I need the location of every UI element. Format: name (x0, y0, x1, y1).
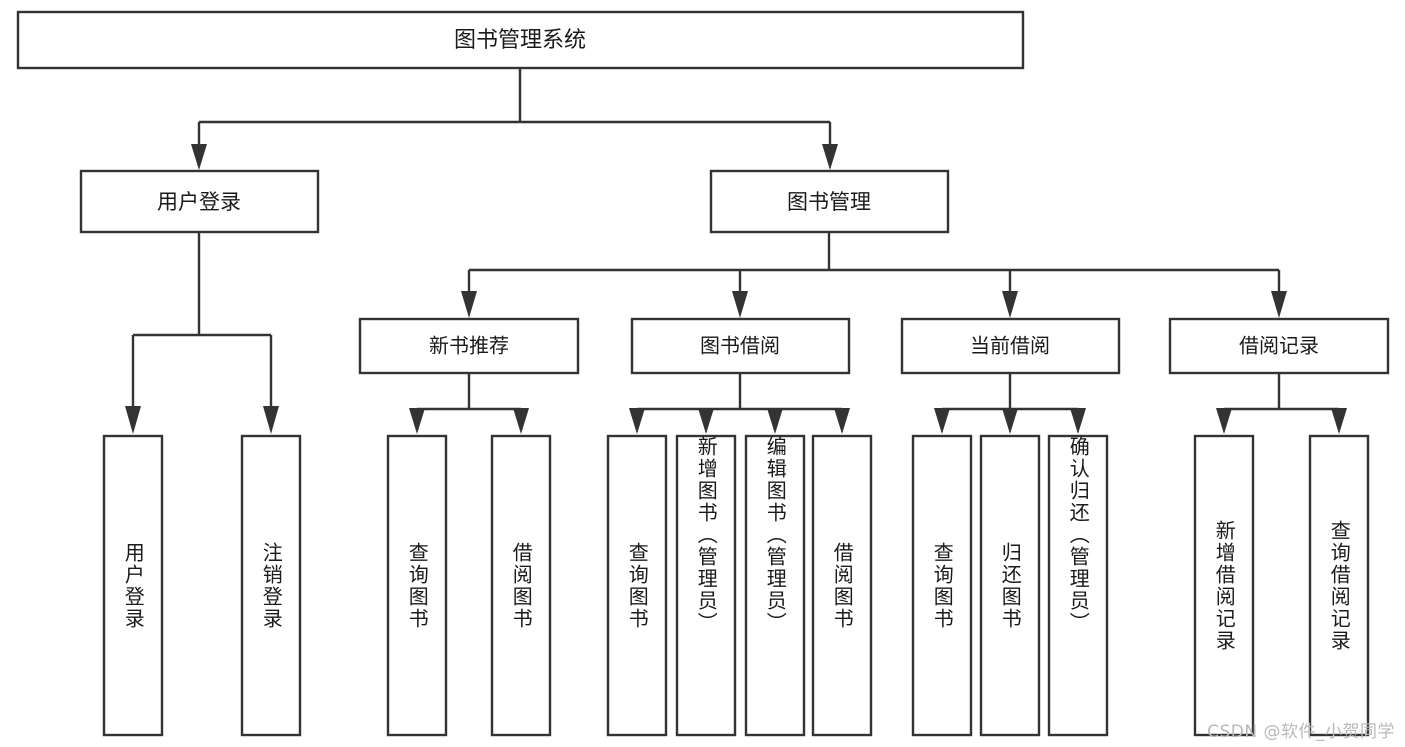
node-borrow-record[interactable]: 借阅记录 (1168, 317, 1390, 375)
borrow-record-box[interactable] (1168, 317, 1390, 375)
arrow-leaf-edit-book (767, 408, 783, 434)
arrow-book-borrow (732, 291, 748, 318)
leaf-box-edit-book[interactable] (744, 434, 806, 737)
connector-new-book-recommend-to-leaves (409, 373, 529, 434)
arrow-leaf-user-login (125, 406, 141, 434)
arrow-user-login (191, 144, 207, 170)
connector-book-borrow-to-leaves (629, 373, 850, 434)
leaf-box-user-login[interactable] (102, 434, 164, 737)
arrow-leaf-add-book (698, 408, 714, 434)
leaf-box-return-book[interactable] (979, 434, 1041, 737)
connector-book-manage-to-level2 (461, 232, 1287, 318)
arrow-leaf-return-book (1002, 408, 1018, 434)
node-book-manage[interactable]: 图书管理 (709, 169, 950, 234)
connector-root-to-level1 (191, 68, 838, 170)
arrow-leaf-query-book-1 (409, 408, 425, 434)
csdn-watermark: CSDN @软件_小贺同学 (1207, 722, 1395, 742)
arrow-borrow-record (1271, 291, 1287, 318)
book-borrow-label: 图书借阅 (700, 334, 780, 358)
new-book-recommend-label: 新书推荐 (429, 334, 509, 358)
node-book-borrow[interactable]: 图书借阅 (630, 317, 851, 375)
leaf-box-query-book-1[interactable] (386, 434, 448, 737)
arrow-leaf-query-book-2 (629, 408, 645, 434)
arrow-leaf-query-book-3 (934, 408, 950, 434)
leaf-box-query-record[interactable] (1308, 434, 1370, 737)
leaf-box-confirm-return[interactable] (1047, 434, 1109, 737)
arrow-new-book-recommend (461, 291, 477, 318)
arrow-current-borrow (1002, 291, 1018, 318)
leaf-box-user-logout[interactable] (240, 434, 302, 737)
node-new-book-recommend[interactable]: 新书推荐 (358, 317, 580, 375)
arrow-leaf-borrow-book-2 (834, 408, 850, 434)
node-root[interactable]: 图书管理系统 (16, 10, 1025, 70)
leaf-box-add-record[interactable] (1193, 434, 1255, 737)
leaf-box-borrow-book-1[interactable] (490, 434, 552, 737)
book-borrow-box[interactable] (630, 317, 851, 375)
user-login-label: 用户登录 (157, 190, 241, 214)
current-borrow-box[interactable] (900, 317, 1121, 375)
root-box[interactable] (16, 10, 1025, 70)
connector-current-borrow-to-leaves (934, 373, 1086, 434)
node-user-login[interactable]: 用户登录 (79, 169, 320, 234)
leaf-box-borrow-book-2[interactable] (811, 434, 873, 737)
arrow-leaf-user-logout (263, 406, 279, 434)
book-manage-label: 图书管理 (787, 190, 871, 214)
arrow-leaf-borrow-book-1 (513, 408, 529, 434)
leaf-box-query-book-3[interactable] (911, 434, 973, 737)
node-current-borrow[interactable]: 当前借阅 (900, 317, 1121, 375)
arrow-book-manage (822, 144, 838, 170)
leaf-box-query-book-2[interactable] (606, 434, 668, 737)
connector-borrow-record-to-leaves (1216, 373, 1347, 434)
root-label: 图书管理系统 (454, 28, 586, 53)
current-borrow-label: 当前借阅 (970, 334, 1050, 358)
connector-user-login-to-leaves (125, 232, 279, 434)
arrow-leaf-add-record (1216, 408, 1232, 434)
arrow-leaf-query-record (1331, 408, 1347, 434)
borrow-record-label: 借阅记录 (1239, 334, 1319, 358)
book-manage-box[interactable] (709, 169, 950, 234)
arrow-leaf-confirm-return (1070, 408, 1086, 434)
new-book-recommend-box[interactable] (358, 317, 580, 375)
leaf-box-add-book[interactable] (675, 434, 737, 737)
